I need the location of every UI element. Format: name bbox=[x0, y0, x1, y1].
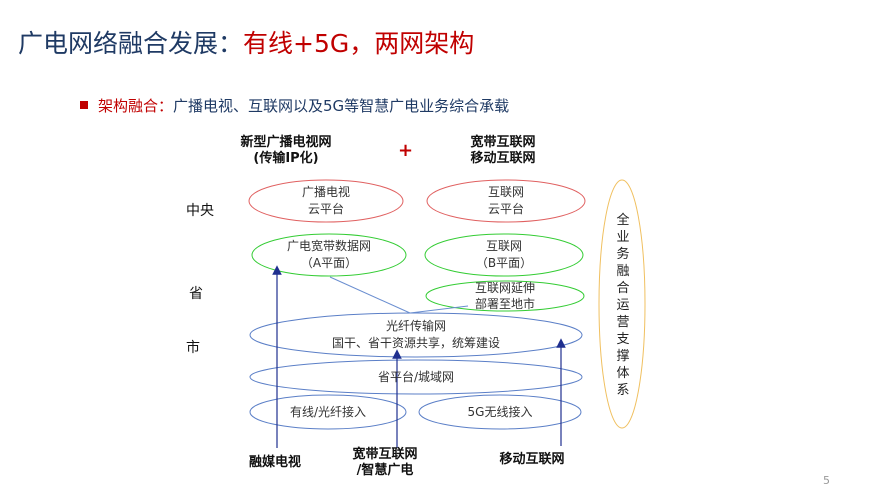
bottom-mobile-line1: 移动互联网 bbox=[499, 452, 565, 467]
node-internet-b-line2: （B平面） bbox=[475, 256, 533, 270]
ring-fiber bbox=[249, 312, 583, 358]
side-char-10: 体 bbox=[616, 366, 630, 381]
ring-broadband-data bbox=[251, 233, 407, 277]
ring-cable-access bbox=[249, 394, 407, 430]
node-internet-ext-line1: 互联网延伸 bbox=[474, 281, 536, 295]
node-province-platform-line1: 省平台/城域网 bbox=[377, 370, 455, 384]
header-right-line2: 移动互联网 bbox=[470, 151, 536, 166]
ring-side-support bbox=[598, 179, 646, 429]
bottom-broadband-line1: 宽带互联网 bbox=[352, 447, 418, 462]
node-wireless-access: 5G无线接入 bbox=[468, 404, 533, 421]
side-char-2: 业 bbox=[616, 230, 630, 245]
header-left-line2: (传输IP化) bbox=[253, 151, 319, 166]
side-char-7: 营 bbox=[616, 315, 630, 330]
node-internet-b-line1: 互联网 bbox=[485, 239, 523, 253]
header-left: 新型广播电视网 (传输IP化) bbox=[236, 135, 336, 167]
level-central: 中央 bbox=[186, 203, 214, 219]
connector-a-to-fiber bbox=[329, 276, 411, 314]
node-internet-cloud-line2: 云平台 bbox=[487, 202, 525, 216]
node-broadcast-cloud-line1: 广播电视 bbox=[301, 185, 351, 199]
header-plus: + bbox=[398, 140, 414, 161]
node-internet-cloud: 互联网 云平台 bbox=[488, 184, 524, 218]
bullet-lead: 架构融合： bbox=[98, 97, 174, 115]
node-broadband-data: 广电宽带数据网 （A平面） bbox=[287, 238, 371, 272]
side-char-8: 支 bbox=[616, 332, 630, 347]
side-char-5: 合 bbox=[616, 281, 630, 296]
node-cable-access: 有线/光纤接入 bbox=[290, 404, 366, 421]
node-broadband-data-line1: 广电宽带数据网 bbox=[286, 239, 372, 253]
side-char-11: 系 bbox=[616, 383, 630, 398]
header-right-line1: 宽带互联网 bbox=[470, 135, 536, 150]
side-support-text: 全 业 务 融 合 运 营 支 撑 体 系 bbox=[613, 212, 633, 399]
bottom-media-tv: 融媒电视 bbox=[240, 455, 310, 471]
node-broadcast-cloud-line2: 云平台 bbox=[307, 202, 345, 216]
ring-internet-cloud bbox=[426, 179, 586, 223]
ring-province-platform bbox=[249, 359, 583, 395]
node-broadband-data-line2: （A平面） bbox=[300, 256, 358, 270]
bottom-mobile: 移动互联网 bbox=[494, 452, 570, 468]
node-internet-b: 互联网 （B平面） bbox=[476, 238, 532, 272]
node-broadcast-cloud: 广播电视 云平台 bbox=[302, 184, 350, 218]
ring-broadcast-cloud bbox=[248, 179, 404, 223]
node-fiber-line1: 光纤传输网 bbox=[385, 319, 447, 333]
bottom-broadband-line2: /智慧广电 bbox=[356, 463, 414, 478]
node-fiber-line2: 国干、省干资源共享，统筹建设 bbox=[331, 336, 501, 350]
page-number: 5 bbox=[823, 474, 830, 487]
node-province-platform: 省平台/城域网 bbox=[378, 369, 454, 386]
ring-internet-b bbox=[424, 233, 584, 277]
bullet-square-icon bbox=[80, 101, 88, 109]
node-cable-access-line1: 有线/光纤接入 bbox=[289, 405, 367, 419]
bottom-broadband: 宽带互联网 /智慧广电 bbox=[343, 447, 427, 479]
header-right: 宽带互联网 移动互联网 bbox=[461, 135, 545, 167]
level-city: 市 bbox=[186, 340, 200, 356]
side-char-6: 运 bbox=[616, 298, 630, 313]
node-internet-ext: 互联网延伸 部署至地市 bbox=[475, 280, 535, 312]
title-highlight: 有线+5G，两网架构 bbox=[243, 29, 475, 58]
side-char-4: 融 bbox=[616, 264, 630, 279]
node-internet-cloud-line1: 互联网 bbox=[487, 185, 525, 199]
level-province: 省 bbox=[189, 286, 203, 302]
side-char-9: 撑 bbox=[616, 349, 630, 364]
page-title: 广电网络融合发展：有线+5G，两网架构 bbox=[18, 24, 474, 60]
title-main: 广电网络融合发展： bbox=[18, 29, 244, 58]
node-fiber: 光纤传输网 国干、省干资源共享，统筹建设 bbox=[332, 318, 500, 352]
node-wireless-access-line1: 5G无线接入 bbox=[467, 405, 533, 419]
bullet-line: 架构融合：广播电视、互联网以及5G等智慧广电业务综合承载 bbox=[80, 95, 509, 116]
bottom-media-tv-line1: 融媒电视 bbox=[248, 455, 301, 470]
ring-wireless-access bbox=[418, 394, 582, 430]
bullet-text: 广播电视、互联网以及5G等智慧广电业务综合承载 bbox=[173, 97, 510, 115]
ring-internet-ext bbox=[425, 280, 585, 312]
connector-ext-to-fiber bbox=[409, 305, 469, 314]
side-char-1: 全 bbox=[616, 213, 630, 228]
side-char-3: 务 bbox=[616, 247, 630, 262]
node-internet-ext-line2: 部署至地市 bbox=[474, 297, 536, 311]
header-left-line1: 新型广播电视网 bbox=[240, 135, 332, 150]
